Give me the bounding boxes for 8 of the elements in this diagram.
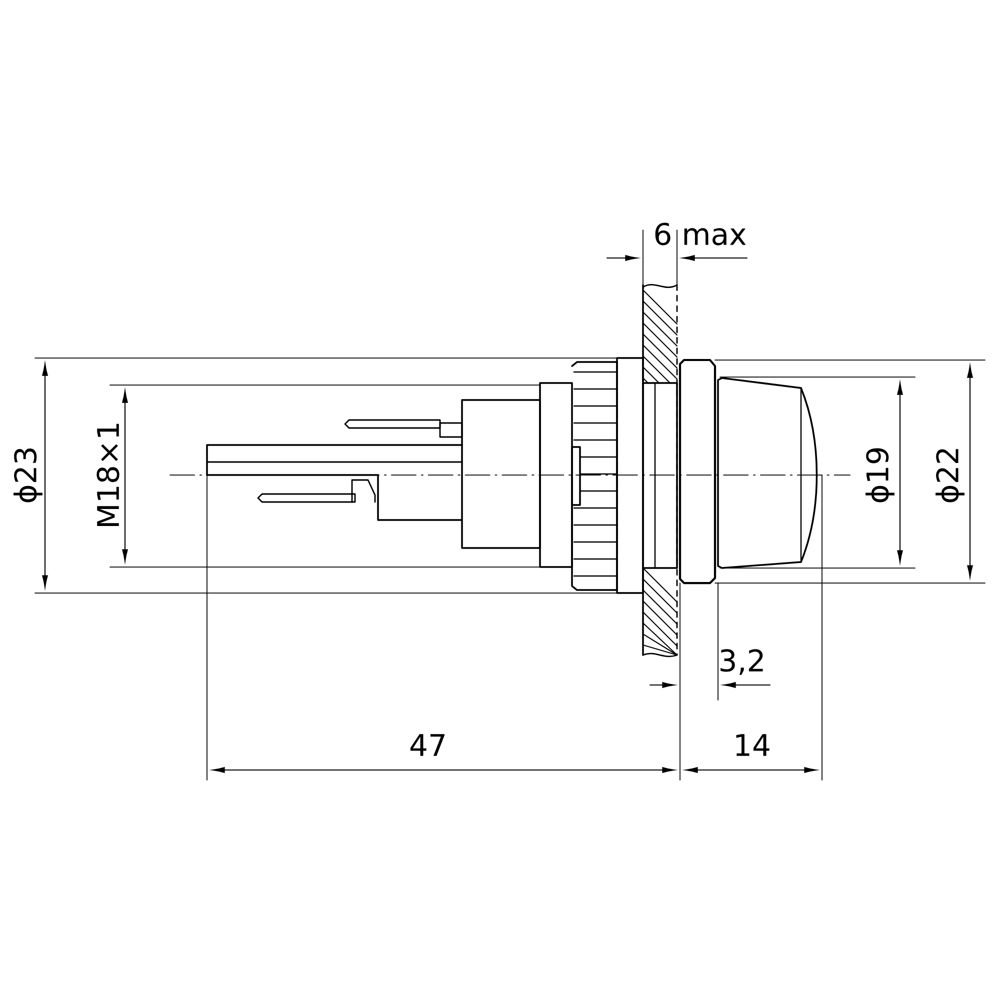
dimension-label: ϕ22 — [936, 449, 964, 502]
dimension-label: 14 — [736, 734, 770, 756]
dimension-label: ϕ23 — [14, 448, 42, 502]
dimension-label: M18×1 — [96, 424, 120, 526]
dimension-label: 3,2 — [720, 649, 763, 675]
dimension-label: 6 max — [655, 222, 746, 246]
dimension-label: ϕ19 — [866, 448, 894, 502]
dimension-label: 47 — [410, 734, 444, 756]
